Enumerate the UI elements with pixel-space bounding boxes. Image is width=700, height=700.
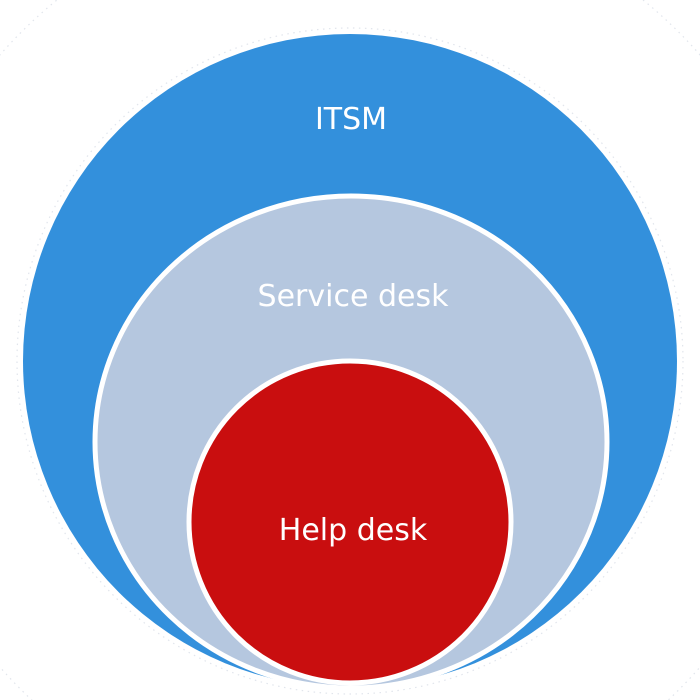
help-desk-label: Help desk <box>279 513 428 548</box>
outer-guide-dotted-circle <box>16 27 684 695</box>
itsm-label: ITSM <box>315 102 387 137</box>
help-desk-circle <box>186 358 514 686</box>
service-desk-label: Service desk <box>258 279 450 314</box>
